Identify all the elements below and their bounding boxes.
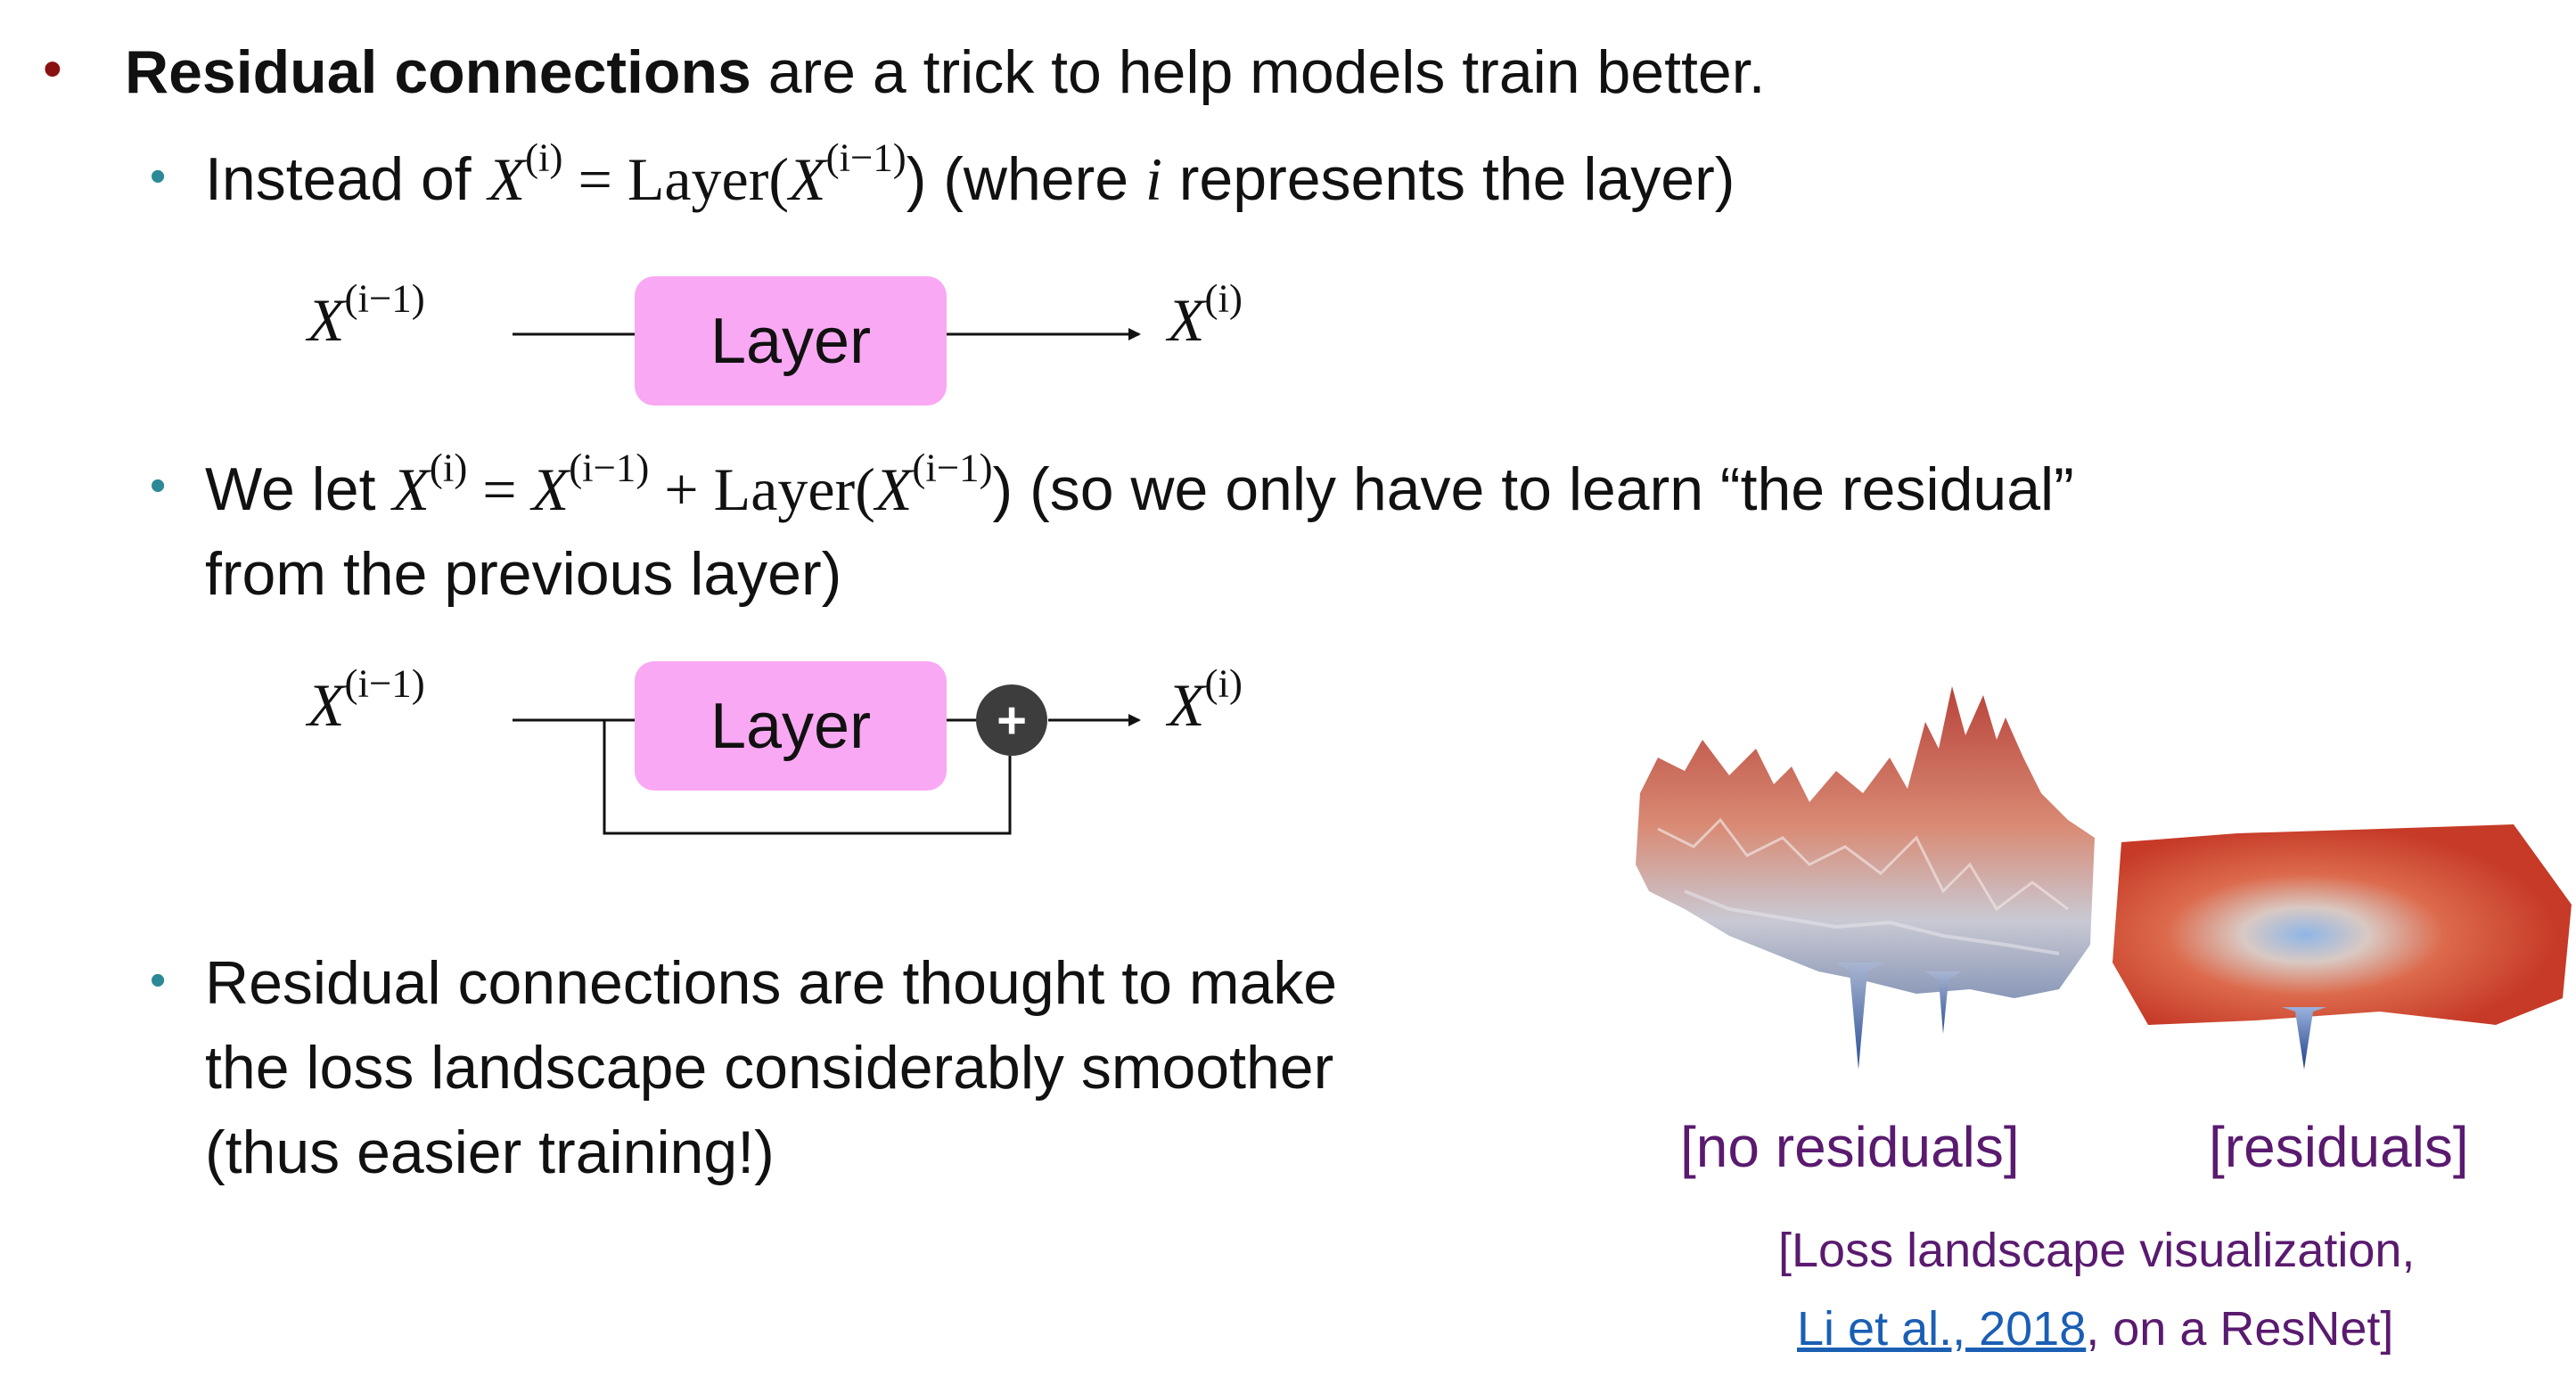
diagram1-connectors [513, 328, 1141, 835]
bullet-text: are a trick to help models train better. [751, 38, 1766, 106]
citation-link[interactable]: Li et al., 2018 [1797, 1302, 2087, 1356]
caption-no-residuals: [no residuals] [1680, 1115, 2020, 1179]
bullet-instead-of: Instead of X(i) = Layer(X(i−1)) (where i… [205, 135, 1735, 213]
bold-term: Residual connections [125, 38, 751, 106]
bullet-loss-landscape-2: the loss landscape considerably smoother [205, 1034, 1334, 1102]
layer-box-1: Layer [635, 276, 947, 406]
bullet-we-let: We let X(i) = X(i−1) + Layer(X(i−1)) (so… [205, 445, 2074, 523]
loss-landscape-no-residuals-image [1636, 686, 2095, 1069]
bullet-we-let-line2: from the previous layer) [205, 540, 842, 608]
diagram2-output-label: X(i) [1168, 660, 1243, 739]
bullet-text: (where [926, 145, 1145, 213]
sub-bullet-marker: • [150, 460, 167, 512]
layer-box-2: Layer [635, 661, 947, 791]
diagram2-input-label: X(i−1) [308, 660, 425, 739]
bullet-text: represents the layer) [1161, 145, 1735, 213]
sub-bullet-marker: • [150, 151, 167, 202]
citation-rest: , on a ResNet] [2086, 1302, 2394, 1356]
diagram1-input-label: X(i−1) [308, 275, 425, 354]
citation-line-2: Li et al., 2018, on a ResNet] [1797, 1301, 2393, 1356]
bullet-marker: • [43, 38, 62, 100]
math-expr: X(i) = Layer(X(i−1) [488, 135, 907, 213]
bullet-text: We let [205, 455, 393, 523]
bullet-loss-landscape-3: (thus easier training!) [205, 1118, 775, 1186]
bullet-text: (so we only have to learn “the residual” [1013, 455, 2074, 523]
bullet-residual-intro: Residual connections are a trick to help… [125, 36, 1765, 109]
sub-bullet-marker: • [150, 955, 167, 1006]
layer-label: Layer [710, 305, 872, 377]
math-expr: X(i) = X(i−1) + Layer(X(i−1) [392, 445, 993, 523]
layer-label: Layer [710, 690, 872, 762]
add-node-icon: + [976, 684, 1047, 756]
bullet-text: Instead of [205, 145, 488, 213]
diagram1-output-label: X(i) [1168, 275, 1243, 354]
caption-residuals: [residuals] [2209, 1115, 2469, 1179]
loss-landscape-residuals-image [2112, 824, 2572, 1069]
citation-line-1: [Loss landscape visualization, [1778, 1224, 2416, 1277]
math-i: i [1144, 145, 1162, 213]
bullet-loss-landscape-1: Residual connections are thought to make [205, 949, 1338, 1017]
